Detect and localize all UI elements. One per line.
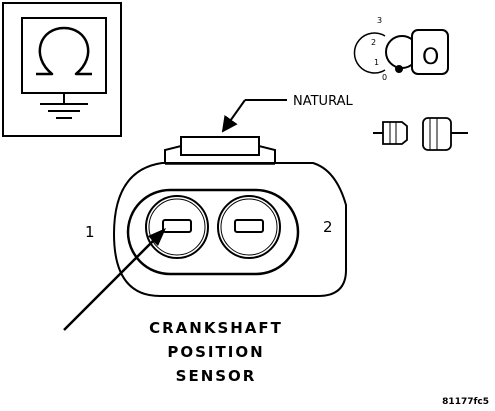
ignition-key-icon: 3 2 1 0 O (353, 16, 449, 82)
ohm-ground-symbol-icon (2, 2, 122, 137)
sensor-title: CRANKSHAFT POSITION SENSOR (149, 319, 283, 385)
pointer-arrow-icon (63, 228, 166, 331)
pin-cavity-2 (217, 195, 281, 259)
pin-label-2: 2 (323, 218, 333, 236)
disconnected-connector-icon (373, 117, 468, 151)
title-line-2: POSITION (167, 343, 264, 361)
ignition-position-2: 2 (371, 38, 376, 47)
ignition-position-3: 3 (377, 16, 382, 25)
sensor-connector: 1 2 (85, 136, 347, 297)
pin-cavity-1 (145, 195, 209, 259)
ignition-position-1: 1 (374, 58, 379, 67)
title-line-1: CRANKSHAFT (149, 319, 283, 337)
ignition-position-0: 0 (382, 73, 387, 82)
natural-callout: NATURAL (221, 94, 353, 133)
pin-label-1: 1 (85, 223, 95, 241)
key-glyph: O (422, 45, 439, 70)
figure-id: 81177fc5 (442, 397, 489, 407)
connector-color-label: NATURAL (293, 94, 353, 109)
title-line-3: SENSOR (176, 367, 257, 385)
